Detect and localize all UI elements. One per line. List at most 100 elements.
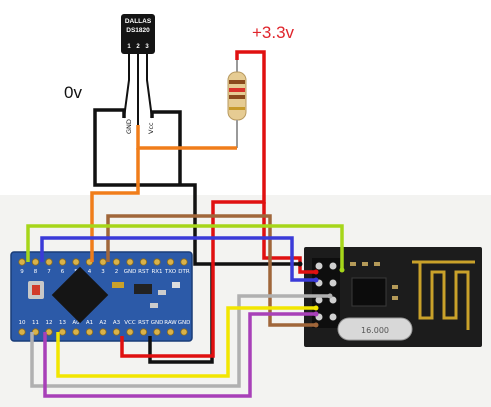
sensor-leg-3 — [146, 54, 153, 119]
board-header-pin — [180, 328, 188, 336]
board-pin-label: 8 — [34, 269, 38, 275]
radio-chip — [351, 277, 387, 307]
sensor-vcc-label: Vcc — [147, 122, 155, 134]
board-header-pin — [45, 258, 53, 266]
board-pin-label: 2 — [115, 269, 119, 275]
board-pin-label: 10 — [19, 320, 26, 326]
arduino-pro-mini-board: 98765432GNDRSTRX1TXODTR 10111213A0A1A2A3… — [10, 251, 193, 342]
radio-pin — [315, 296, 323, 304]
ds1820-sensor: DALLAS DS1820 1 2 3 GND Vcc — [121, 14, 155, 134]
radio-component — [392, 285, 398, 289]
board-header-pin — [58, 258, 67, 266]
board-header-pin — [85, 328, 94, 336]
board-pin-label: VCC — [124, 320, 136, 326]
wire-purple — [43, 312, 316, 398]
board-pin-label: A2 — [99, 320, 106, 326]
wire-terminal — [313, 305, 319, 311]
board-pin-label: 12 — [46, 320, 53, 326]
wire-terminal — [313, 322, 319, 328]
board-header-pin — [18, 328, 26, 336]
sensor-pin-1-label: 1 — [127, 44, 131, 50]
wire-terminal — [313, 311, 319, 317]
board-header-pin — [153, 258, 161, 266]
board-pin-label: A1 — [86, 320, 93, 326]
wires — [26, 50, 344, 398]
radio-component — [392, 296, 398, 300]
radio-pcb-antenna — [412, 260, 475, 330]
sensor-leg-1 — [123, 54, 130, 119]
wire-terminals — [297, 261, 345, 328]
board-pin-label: 13 — [59, 320, 66, 326]
board-header-pin — [112, 258, 121, 266]
board-pin-label: RST — [138, 320, 149, 326]
resistor-band-1 — [229, 80, 245, 84]
radio-crystal — [337, 317, 413, 341]
board-pin-label: RST — [138, 269, 149, 275]
radio-pin — [329, 313, 337, 321]
board-pin-label: GND — [124, 269, 137, 275]
wire-supply — [120, 50, 266, 358]
sensor-brand: DALLAS — [125, 18, 152, 25]
board-top-header — [18, 258, 188, 266]
board-component — [112, 282, 124, 288]
board-pin-label: GND — [151, 320, 164, 326]
board-pin-label: RX1 — [151, 269, 162, 275]
wire-terminal — [313, 277, 319, 283]
radio-pin — [329, 262, 337, 270]
board-header-pin — [180, 258, 188, 266]
sensor-body — [121, 14, 155, 54]
board-component — [158, 290, 166, 295]
board-header-pin — [99, 258, 107, 266]
board-header-pin — [45, 328, 53, 336]
board-pin-label: TXO — [164, 269, 177, 275]
wire-ground — [93, 108, 300, 266]
wire-yellow — [56, 306, 316, 378]
board-header-pin — [166, 328, 175, 336]
board-pin-label: DTR — [178, 269, 190, 275]
radio-crystal-marking: 16.000 — [361, 326, 389, 335]
sensor-gnd-label: GND — [125, 119, 133, 134]
wire-terminal — [297, 261, 303, 267]
wire-blue — [40, 236, 316, 282]
board-regulator — [134, 284, 152, 294]
board-pin-label: GND — [178, 320, 191, 326]
board-pin-label: 3 — [101, 269, 105, 275]
radio-component — [362, 262, 368, 266]
board-pin-label: A0 — [72, 320, 80, 326]
board-header-pin — [139, 258, 148, 266]
wire-terminal — [327, 293, 333, 299]
board-header-pin — [18, 258, 26, 266]
radio-header — [312, 258, 340, 328]
resistor-band-4 — [229, 107, 245, 110]
board-header-pin — [153, 328, 161, 336]
board-pin-label: A3 — [113, 320, 121, 326]
radio-pin — [329, 296, 337, 304]
radio-component — [374, 262, 380, 266]
resistor-band-2 — [229, 88, 245, 92]
nrf24l01-radio-module: 16.000 — [304, 247, 482, 347]
board-pin-label: 11 — [32, 320, 39, 326]
board-header-pin — [31, 258, 40, 266]
board-pin-label: 7 — [47, 269, 51, 275]
radio-pin — [329, 279, 337, 287]
sensor-pin-3-label: 3 — [145, 44, 149, 50]
wire-terminal — [339, 267, 345, 273]
board-header-pin — [72, 328, 80, 336]
board-pin-label: 9 — [20, 269, 24, 275]
board-header-pin — [126, 328, 134, 336]
board-pin-label: 6 — [61, 269, 65, 275]
board-header-pin — [112, 328, 121, 336]
board-header-pin — [58, 328, 67, 336]
wire-lime — [26, 224, 344, 270]
board-component — [172, 282, 180, 288]
wire-brown — [106, 214, 316, 327]
board-header-pin — [99, 328, 107, 336]
resistor-band-3 — [229, 95, 245, 99]
supply-voltage-label: +3.3v — [252, 23, 295, 42]
board-component — [150, 303, 158, 308]
sensor-model: DS1820 — [126, 27, 150, 34]
board-header-pin — [72, 258, 80, 266]
